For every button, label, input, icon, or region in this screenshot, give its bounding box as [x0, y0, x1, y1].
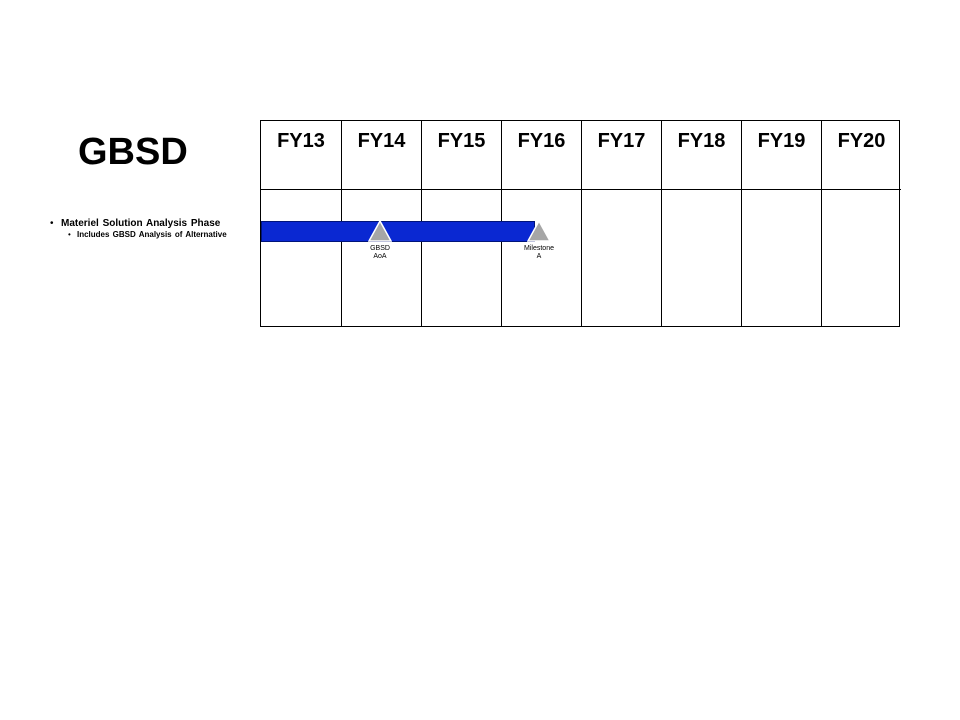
column-fy19: FY19	[741, 121, 821, 326]
year-header: FY16	[502, 121, 581, 190]
milestone-label: Milestone A	[524, 245, 554, 260]
year-header: FY15	[422, 121, 501, 190]
milestone-label: GBSD AoA	[370, 245, 390, 260]
year-header: FY13	[261, 121, 341, 190]
fiscal-year-grid: FY13 FY14 FY15 FY16 FY17 FY18 FY19 FY20	[260, 120, 901, 327]
sub-bullet-aoa: Includes GBSD Analysis of Alternative	[48, 230, 258, 240]
milestone-gbsd-aoa: GBSD AoA	[355, 220, 405, 261]
column-fy17: FY17	[581, 121, 661, 326]
slide-title: GBSD	[78, 131, 188, 173]
milestone-a: Milestone A	[514, 220, 564, 261]
phase-bullet-list: Materiel Solution Analysis Phase Include…	[48, 218, 258, 240]
column-fy13: FY13	[261, 121, 341, 326]
year-header: FY19	[742, 121, 821, 190]
column-fy18: FY18	[661, 121, 741, 326]
year-header: FY17	[582, 121, 661, 190]
milestone-triangle-icon	[527, 220, 551, 242]
bullet-phase: Materiel Solution Analysis Phase	[48, 218, 258, 230]
year-header: FY14	[342, 121, 421, 190]
year-header: FY18	[662, 121, 741, 190]
milestone-triangle-icon	[368, 220, 392, 242]
column-fy20: FY20	[821, 121, 901, 326]
year-header: FY20	[822, 121, 901, 190]
